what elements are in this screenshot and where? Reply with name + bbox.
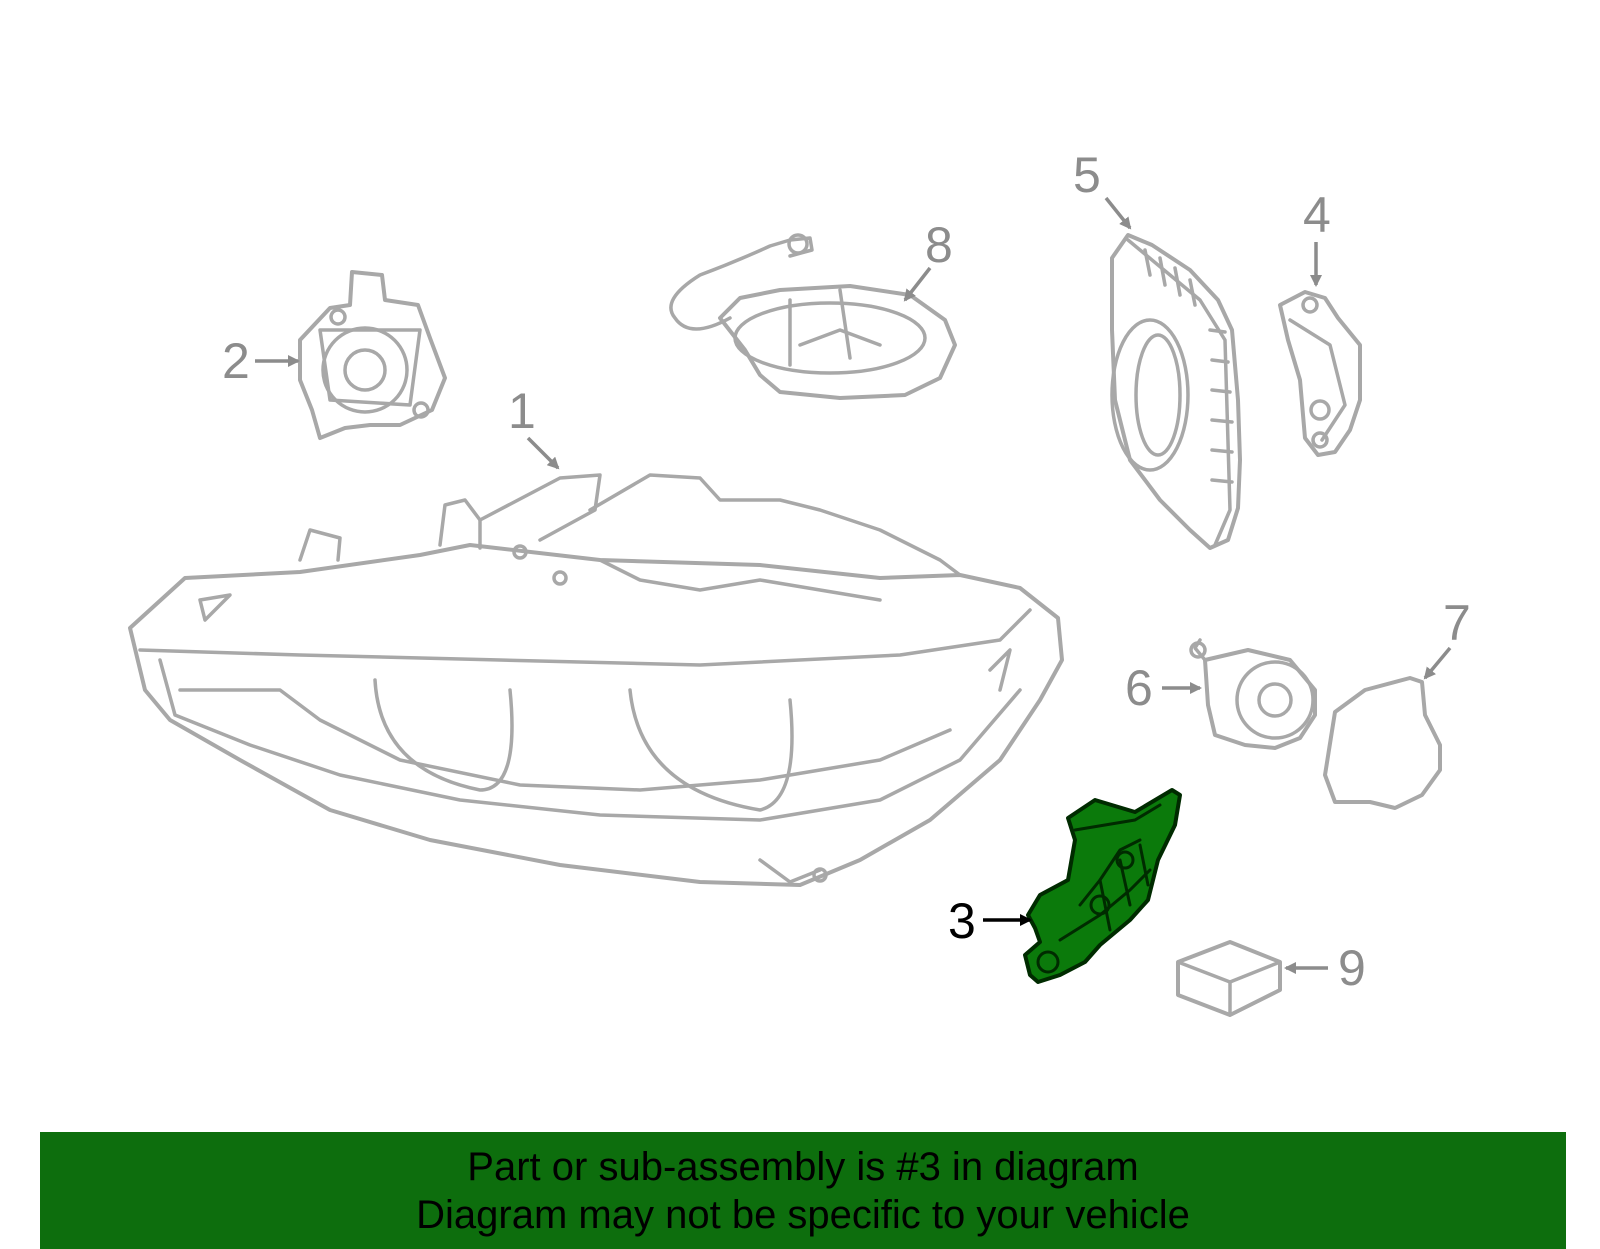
- svg-text:7: 7: [1443, 595, 1471, 651]
- part-6-adjuster-motor[interactable]: [1189, 638, 1317, 750]
- svg-text:8: 8: [925, 217, 953, 273]
- callout-1: 1: [508, 383, 560, 470]
- callout-4: 4: [1303, 187, 1331, 287]
- svg-text:3: 3: [948, 893, 976, 949]
- callout-3-highlighted: 3: [948, 893, 1032, 949]
- callout-2: 2: [222, 333, 300, 389]
- part-7-cover-cap[interactable]: [1323, 676, 1442, 810]
- part-9-box[interactable]: [1176, 940, 1282, 1017]
- banner-line-disclaimer: Diagram may not be specific to your vehi…: [416, 1192, 1190, 1237]
- svg-text:4: 4: [1303, 187, 1331, 243]
- svg-text:9: 9: [1338, 940, 1366, 996]
- svg-text:6: 6: [1125, 660, 1153, 716]
- callout-6: 6: [1125, 660, 1202, 716]
- part-3-led-module-highlighted[interactable]: [1023, 788, 1182, 984]
- svg-text:2: 2: [222, 333, 250, 389]
- info-banner: Part or sub-assembly is #3 in diagram Di…: [40, 1132, 1566, 1249]
- banner-line-part-number: Part or sub-assembly is #3 in diagram: [467, 1144, 1139, 1189]
- callout-5: 5: [1073, 147, 1132, 230]
- part-5-ballast-housing[interactable]: [1110, 233, 1242, 550]
- svg-text:1: 1: [508, 383, 536, 439]
- part-4-bracket[interactable]: [1278, 290, 1362, 457]
- callout-9: 9: [1284, 940, 1366, 996]
- callout-8: 8: [903, 217, 953, 302]
- callout-7: 7: [1423, 595, 1471, 680]
- part-2-module[interactable]: [298, 270, 447, 440]
- svg-text:5: 5: [1073, 147, 1101, 203]
- part-8-ring-wire[interactable]: [669, 233, 957, 400]
- part-1-headlight-assembly[interactable]: [128, 473, 1064, 887]
